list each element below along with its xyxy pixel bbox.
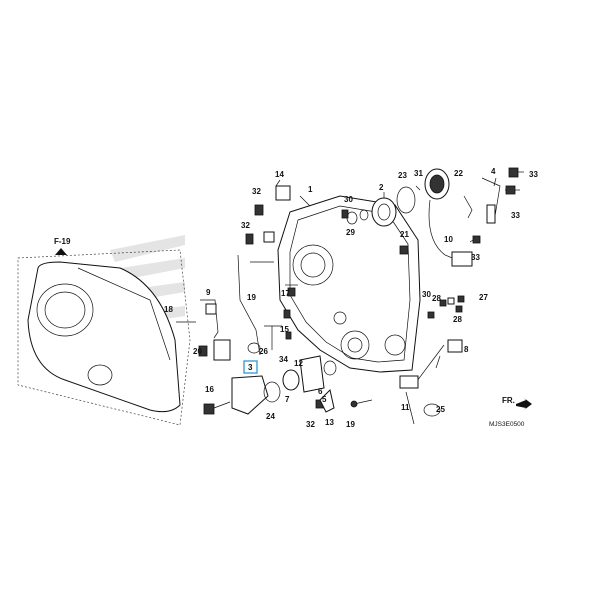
crankcase-cover (277, 195, 421, 373)
side-cover (27, 261, 181, 413)
cover-3 (213, 339, 231, 361)
callout-1[interactable]: 1 (308, 185, 313, 194)
callout-29[interactable]: 29 (346, 228, 355, 237)
callout-17[interactable]: 17 (281, 289, 290, 298)
filter-12 (299, 355, 325, 393)
leader-lines (264, 177, 497, 425)
callout-34[interactable]: 34 (279, 355, 288, 364)
oring-23 (396, 186, 416, 214)
oring-25 (423, 403, 441, 417)
callout-33-b[interactable]: 33 (511, 211, 520, 220)
callout-2[interactable]: 2 (379, 183, 384, 192)
ref-label-f19: F-19 (54, 237, 71, 246)
callout-13[interactable]: 13 (325, 418, 334, 427)
callout-28-a[interactable]: 28 (432, 294, 441, 303)
bracket-14 (275, 185, 291, 201)
callout-22[interactable]: 22 (454, 169, 463, 178)
callout-7[interactable]: 7 (285, 395, 290, 404)
callout-21[interactable]: 21 (400, 230, 409, 239)
callout-19-b[interactable]: 19 (346, 420, 355, 429)
callout-4[interactable]: 4 (491, 167, 496, 176)
callout-30-b[interactable]: 30 (422, 290, 431, 299)
arrow-right-icon (516, 398, 532, 410)
front-label: FR. (502, 396, 515, 405)
callout-32-b[interactable]: 32 (306, 420, 315, 429)
callout-32-c[interactable]: 32 (241, 221, 250, 230)
dipstick-8 (413, 344, 445, 386)
callout-27[interactable]: 27 (479, 293, 488, 302)
callout-30-a[interactable]: 30 (344, 195, 353, 204)
callout-6[interactable]: 6 (318, 387, 323, 396)
sensor-wire (428, 199, 463, 263)
filter-7 (282, 369, 300, 391)
reference-panel-f19 (17, 248, 191, 426)
callout-33-c[interactable]: 33 (471, 253, 480, 262)
sensor-10 (451, 251, 473, 267)
wire-harness (237, 254, 261, 356)
callout-3[interactable]: 3 (248, 363, 253, 372)
callout-26[interactable]: 26 (259, 347, 268, 356)
callout-18[interactable]: 18 (164, 305, 173, 314)
up-arrow-icon (55, 248, 67, 255)
seal-2 (371, 197, 397, 227)
callout-33-a[interactable]: 33 (529, 170, 538, 179)
oring-24 (263, 381, 281, 403)
callout-labels: 1 2 3 4 5 6 7 8 9 10 11 12 13 14 15 16 1… (164, 167, 538, 429)
cover-plate (231, 375, 269, 415)
oring-26 (247, 342, 261, 354)
callout-11[interactable]: 11 (401, 403, 410, 412)
callout-25[interactable]: 25 (436, 405, 445, 414)
callout-15[interactable]: 15 (280, 325, 289, 334)
callout-24[interactable]: 24 (266, 412, 275, 421)
callout-14[interactable]: 14 (275, 170, 284, 179)
callout-31[interactable]: 31 (414, 169, 423, 178)
callout-20[interactable]: 20 (193, 347, 202, 356)
callout-28-b[interactable]: 28 (453, 315, 462, 324)
callout-32-a[interactable]: 32 (252, 187, 261, 196)
callout-19-a[interactable]: 19 (247, 293, 256, 302)
callout-10[interactable]: 10 (444, 235, 453, 244)
callout-5[interactable]: 5 (322, 395, 327, 404)
callout-12[interactable]: 12 (294, 359, 303, 368)
lever-9 (200, 299, 219, 339)
callout-23[interactable]: 23 (398, 171, 407, 180)
callout-16[interactable]: 16 (205, 385, 214, 394)
highlight-box (243, 360, 258, 374)
drawing-code: MJS3E0500 (489, 421, 525, 428)
callout-9[interactable]: 9 (206, 288, 211, 297)
clip-13 (319, 389, 335, 413)
front-direction-indicator: FR. (502, 396, 532, 410)
callout-8[interactable]: 8 (464, 345, 469, 354)
parts-group (176, 167, 524, 417)
